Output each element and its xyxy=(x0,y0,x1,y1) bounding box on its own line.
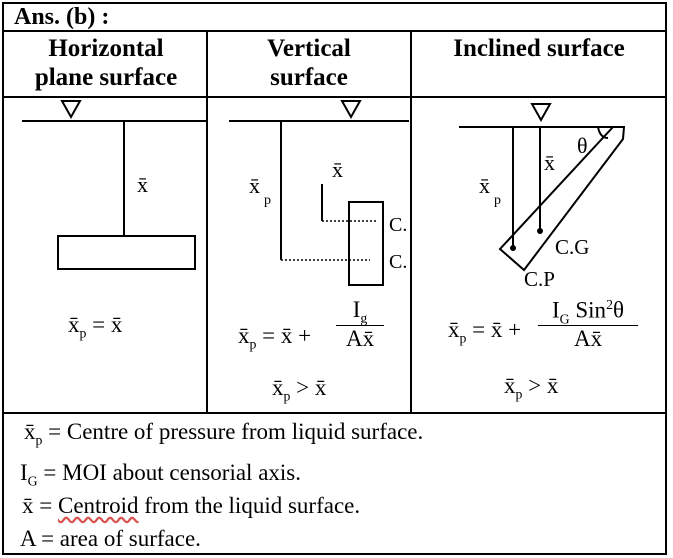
vertical-cp-label: C. xyxy=(389,251,407,273)
inclined-xp-sub: p xyxy=(494,193,501,208)
inclined-diagram xyxy=(459,103,626,272)
heading-horizontal: Horizontal plane surface xyxy=(8,34,204,92)
free-surface-triangle xyxy=(60,100,82,120)
heading-horizontal-line2: plane surface xyxy=(34,64,178,91)
column-divider-2 xyxy=(410,31,412,413)
formula-eq: = xyxy=(92,312,106,337)
formula-plus: + xyxy=(298,323,312,348)
horizontal-plate xyxy=(57,235,196,270)
heading-vertical-line2: surface xyxy=(270,64,348,91)
cg-point xyxy=(537,228,543,234)
answer-frame xyxy=(2,2,667,555)
legend-divider xyxy=(2,412,667,414)
vertical-xp-sub: p xyxy=(264,193,271,208)
cp-label: C.P xyxy=(524,267,555,291)
free-surface-triangle xyxy=(530,103,552,123)
fraction-numerator: IG Sin2θ xyxy=(551,297,624,327)
horizontal-diagram xyxy=(22,100,206,270)
formula-xbar: x̄ xyxy=(68,312,80,337)
formula-vertical-fraction: Ig Ax̄ xyxy=(336,297,384,352)
legend-line-area: A = area of surface. xyxy=(20,526,201,551)
horizontal-xbar-label: x̄ xyxy=(137,172,148,197)
vertical-diagram xyxy=(229,100,409,286)
heading-vertical: Vertical surface xyxy=(210,34,408,92)
fraction-bar xyxy=(538,325,638,327)
header-divider xyxy=(2,96,667,98)
formula-inclined-ineq: x̄p > x̄ xyxy=(504,373,559,402)
legend-line-ig: IG = MOI about censorial axis. xyxy=(20,460,301,489)
heading-inclined: Inclined surface xyxy=(453,35,625,62)
legend-line-xbar: x̄ = Centroid from the liquid surface. xyxy=(22,493,361,518)
formula-eq: = xyxy=(262,323,276,348)
fraction-bar xyxy=(336,324,384,326)
free-surface-triangle xyxy=(340,100,362,120)
formula-sub-p: p xyxy=(79,325,87,341)
formula-inclined-fraction: IG Sin2θ Ax̄ xyxy=(538,297,638,352)
inclined-plate xyxy=(498,126,626,272)
formula-inclined-lhs: x̄p = x̄ + xyxy=(448,317,522,346)
column-divider-1 xyxy=(206,31,208,413)
inclined-xp-label: x̄ xyxy=(479,173,490,198)
legend-line-xp: x̄p = Centre of pressure from liquid sur… xyxy=(24,419,424,448)
formula-horizontal: x̄p = x̄ xyxy=(68,312,122,342)
heading-vertical-line1: Vertical xyxy=(267,35,351,62)
formula-xbar: x̄ xyxy=(110,312,123,337)
vertical-cg-label: C. xyxy=(389,214,407,236)
theta-label: θ xyxy=(577,133,588,158)
heading-horizontal-line1: Horizontal xyxy=(48,35,164,62)
formula-vertical-ineq: x̄p > x̄ xyxy=(272,375,327,404)
fraction-denominator: Ax̄ xyxy=(573,326,603,352)
inclined-xbar-label: x̄ xyxy=(544,150,555,175)
formula-vertical-lhs: x̄p = x̄ + xyxy=(238,323,311,353)
cp-point xyxy=(510,245,516,251)
formula-xbar: x̄ xyxy=(238,323,250,348)
vertical-xbar-label: x̄ xyxy=(332,157,343,182)
theta-arc xyxy=(597,126,609,139)
vertical-plate xyxy=(348,201,384,286)
fraction-denominator: Ax̄ xyxy=(345,325,375,351)
vertical-xp-label: x̄ xyxy=(249,173,260,198)
title-divider xyxy=(2,30,667,32)
formula-sub-p: p xyxy=(249,336,257,352)
fraction-numerator: Ig xyxy=(352,297,368,326)
answer-title: Ans. (b) : xyxy=(14,4,110,30)
cg-label: C.G xyxy=(555,235,589,259)
formula-xbar: x̄ xyxy=(280,323,293,348)
